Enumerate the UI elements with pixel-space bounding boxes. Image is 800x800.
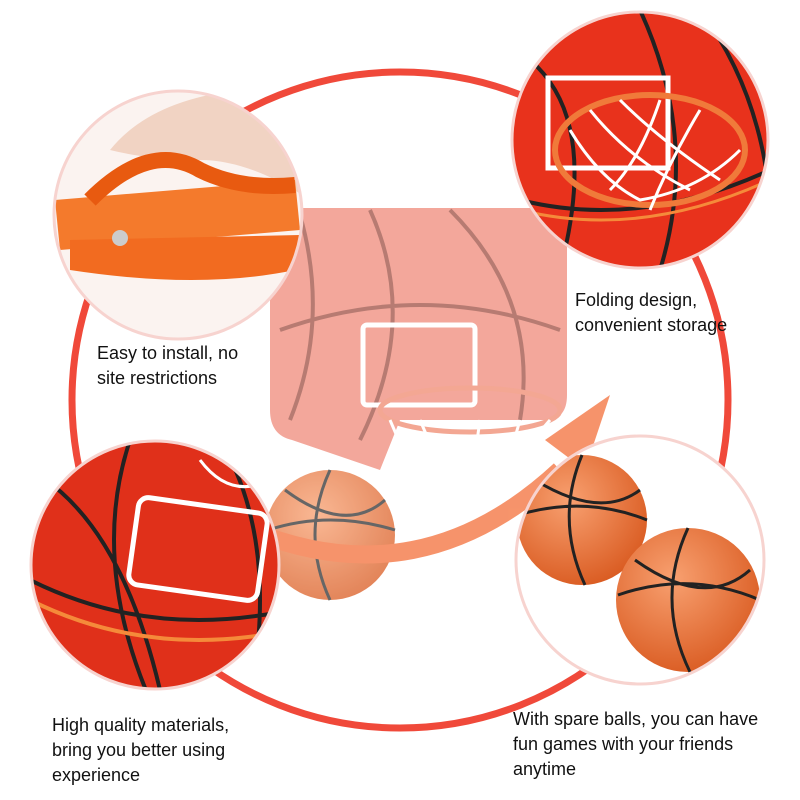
caption-spare-balls: With spare balls, you can have fun games… (513, 707, 758, 782)
caption-folding-design: Folding design, convenient storage (575, 288, 727, 338)
folding-net-photo (512, 12, 768, 268)
ball-icon (616, 528, 760, 672)
caption-line: site restrictions (97, 368, 218, 388)
caption-line: fun games with your friends (513, 734, 734, 754)
caption-line: Easy to install, no (97, 343, 239, 363)
caption-line: bring you better using (52, 740, 226, 760)
center-hoop (246, 208, 610, 601)
caption-line: With spare balls, you can have (513, 709, 759, 729)
install-clip-photo (54, 91, 302, 339)
caption-line: convenient storage (575, 315, 728, 335)
caption-high-quality: High quality materials, bring you better… (52, 713, 229, 788)
caption-line: anytime (513, 759, 577, 779)
decorative-ring (68, 68, 732, 732)
spare-balls-photo (516, 436, 764, 684)
caption-easy-install: Easy to install, no site restrictions (97, 341, 238, 391)
caption-line: experience (52, 765, 141, 785)
caption-line: High quality materials, (52, 715, 230, 735)
materials-board-photo (31, 441, 279, 689)
caption-line: Folding design, (575, 290, 698, 310)
